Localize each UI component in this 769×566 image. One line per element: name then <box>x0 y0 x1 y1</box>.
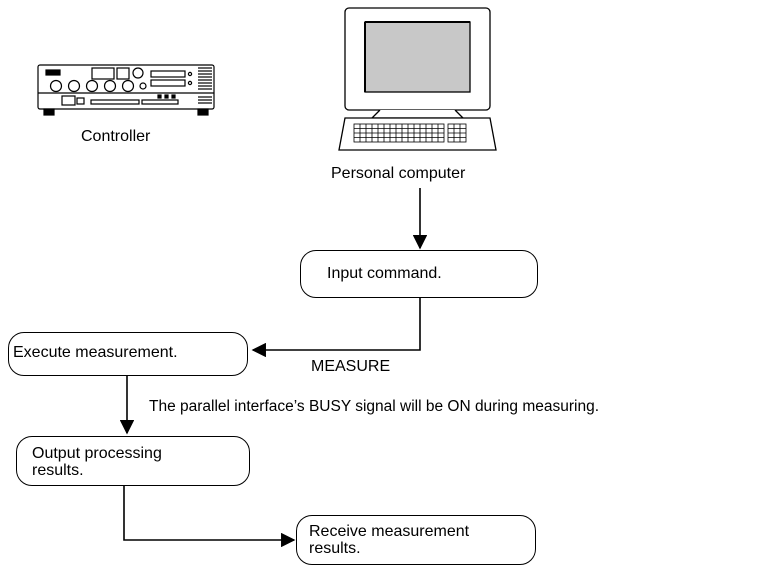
measure-command-label: MEASURE <box>311 358 391 375</box>
controller-label: Controller <box>81 128 151 145</box>
input-command-text: Input command. <box>327 265 442 282</box>
output-processing-box: Output processing results. <box>16 436 250 486</box>
arrow-input-to-execute <box>251 297 421 358</box>
output-processing-text-line2: results. <box>32 462 84 479</box>
busy-signal-note: The parallel interface’s BUSY signal wil… <box>149 398 600 415</box>
personal-computer-icon <box>338 7 497 151</box>
receive-results-text-line2: results. <box>309 540 361 557</box>
receive-results-box: Receive measurement results. <box>296 515 536 565</box>
connector-lines <box>119 188 428 548</box>
arrow-output-to-receive <box>123 485 296 548</box>
execute-measurement-text: Execute measurement. <box>13 344 178 361</box>
controller-icon <box>37 64 215 116</box>
input-command-box: Input command. <box>300 250 538 298</box>
output-processing-text-line1: Output processing <box>32 445 162 462</box>
execute-measurement-box: Execute measurement. <box>8 332 248 376</box>
personal-computer-label: Personal computer <box>331 165 466 182</box>
receive-results-text-line1: Receive measurement <box>309 523 470 540</box>
